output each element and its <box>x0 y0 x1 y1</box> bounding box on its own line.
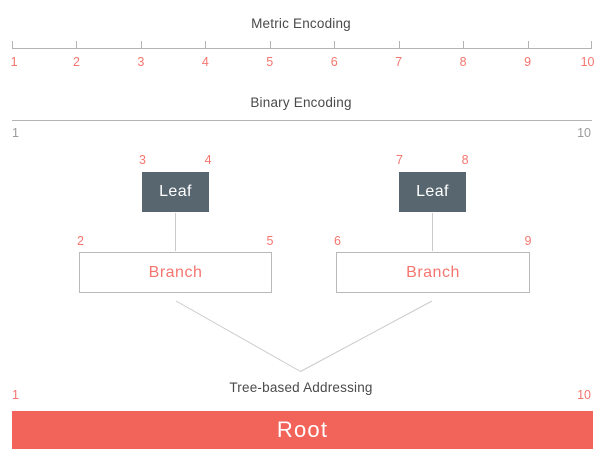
branch-range-start: 6 <box>334 234 342 248</box>
root-node: Root <box>12 411 593 449</box>
leaf-range-end: 4 <box>204 153 212 167</box>
leaf-range-start: 7 <box>396 153 404 167</box>
branch-node: 6 9 Branch <box>334 234 531 293</box>
ruler-tick <box>334 41 336 48</box>
branch-node: 2 5 Branch <box>77 234 273 293</box>
binary-start-label: 1 <box>12 126 19 140</box>
metric-ruler-labels: 1 2 3 4 5 6 7 8 9 10 <box>10 55 595 69</box>
ruler-tick-label: 9 <box>524 55 532 69</box>
ruler-tick-label: 6 <box>330 55 338 69</box>
metric-ruler <box>12 41 592 49</box>
root-range-end: 10 <box>577 388 591 402</box>
branch-label: Branch <box>406 263 460 281</box>
ruler-tick-label: 3 <box>137 55 145 69</box>
branch-label: Branch <box>148 263 203 281</box>
leaf-node: 7 8 Leaf <box>396 153 469 212</box>
ruler-tick <box>76 41 78 48</box>
ruler-tick <box>527 41 529 48</box>
branch-range-end: 9 <box>524 234 532 248</box>
binary-encoding-title: Binary Encoding <box>250 95 352 110</box>
ruler-tick <box>591 41 592 48</box>
branch-range-end: 5 <box>266 234 274 248</box>
ruler-tick-label: 8 <box>459 55 467 69</box>
ruler-tick-label: 10 <box>580 55 595 69</box>
root-range-start: 1 <box>12 388 19 402</box>
leaf-label: Leaf <box>416 183 449 200</box>
metric-encoding-title: Metric Encoding <box>251 16 351 31</box>
leaf-label: Leaf <box>159 183 192 200</box>
branch-range-start: 2 <box>77 234 85 248</box>
tree-addressing-title: Tree-based Addressing <box>229 380 373 395</box>
connector-line <box>300 300 433 372</box>
ruler-tick <box>205 41 207 48</box>
ruler-tick <box>269 41 271 48</box>
leaf-node: 3 4 Leaf <box>139 153 212 212</box>
ruler-tick-label: 4 <box>201 55 209 69</box>
leaf-range-start: 3 <box>139 153 147 167</box>
ruler-tick <box>398 41 400 48</box>
ruler-tick-label: 7 <box>395 55 403 69</box>
connector-line <box>175 300 301 372</box>
root-label: Root <box>276 417 329 442</box>
ruler-tick-label: 1 <box>10 55 18 69</box>
ruler-tick <box>463 41 465 48</box>
ruler-tick-label: 5 <box>266 55 274 69</box>
binary-encoding-line <box>12 120 592 121</box>
ruler-tick <box>12 41 13 48</box>
leaf-range-end: 8 <box>461 153 469 167</box>
ruler-tick <box>140 41 142 48</box>
binary-end-label: 10 <box>577 126 591 140</box>
ruler-tick-label: 2 <box>72 55 80 69</box>
